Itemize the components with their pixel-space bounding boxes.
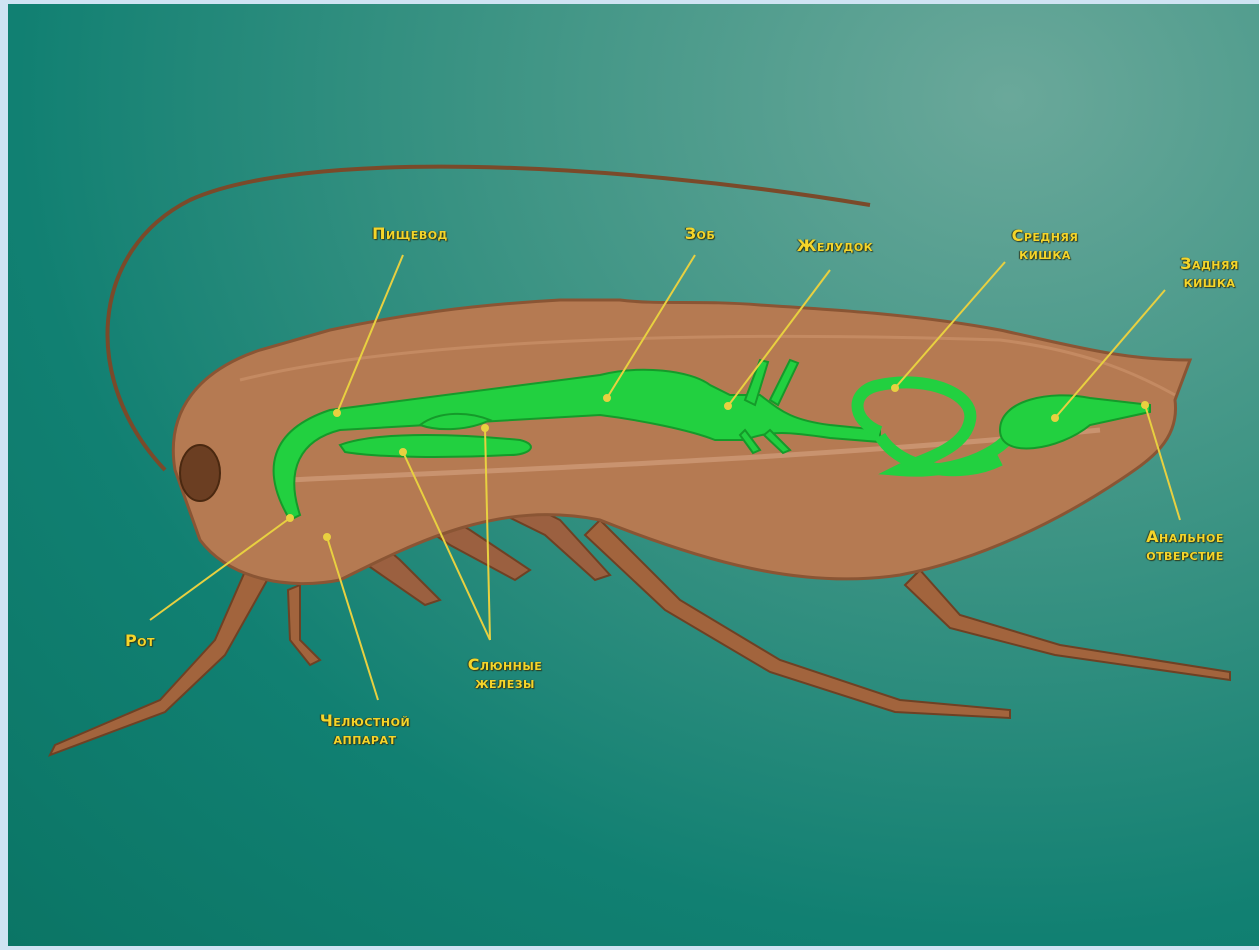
label-jaws: Челюстной аппарат — [295, 712, 435, 748]
label-hindgut: Задняя кишка — [1160, 255, 1259, 291]
eye — [180, 445, 220, 501]
label-salivary-glands: Слюнные железы — [440, 656, 570, 692]
label-stomach: Желудок — [770, 237, 900, 255]
label-anus: Анальное отверстие — [1115, 528, 1255, 564]
label-midgut: Средняя кишка — [990, 227, 1100, 263]
label-esophagus: Пищевод — [345, 225, 475, 243]
label-crop: Зоб — [660, 225, 740, 243]
label-mouth: Рот — [110, 632, 170, 650]
